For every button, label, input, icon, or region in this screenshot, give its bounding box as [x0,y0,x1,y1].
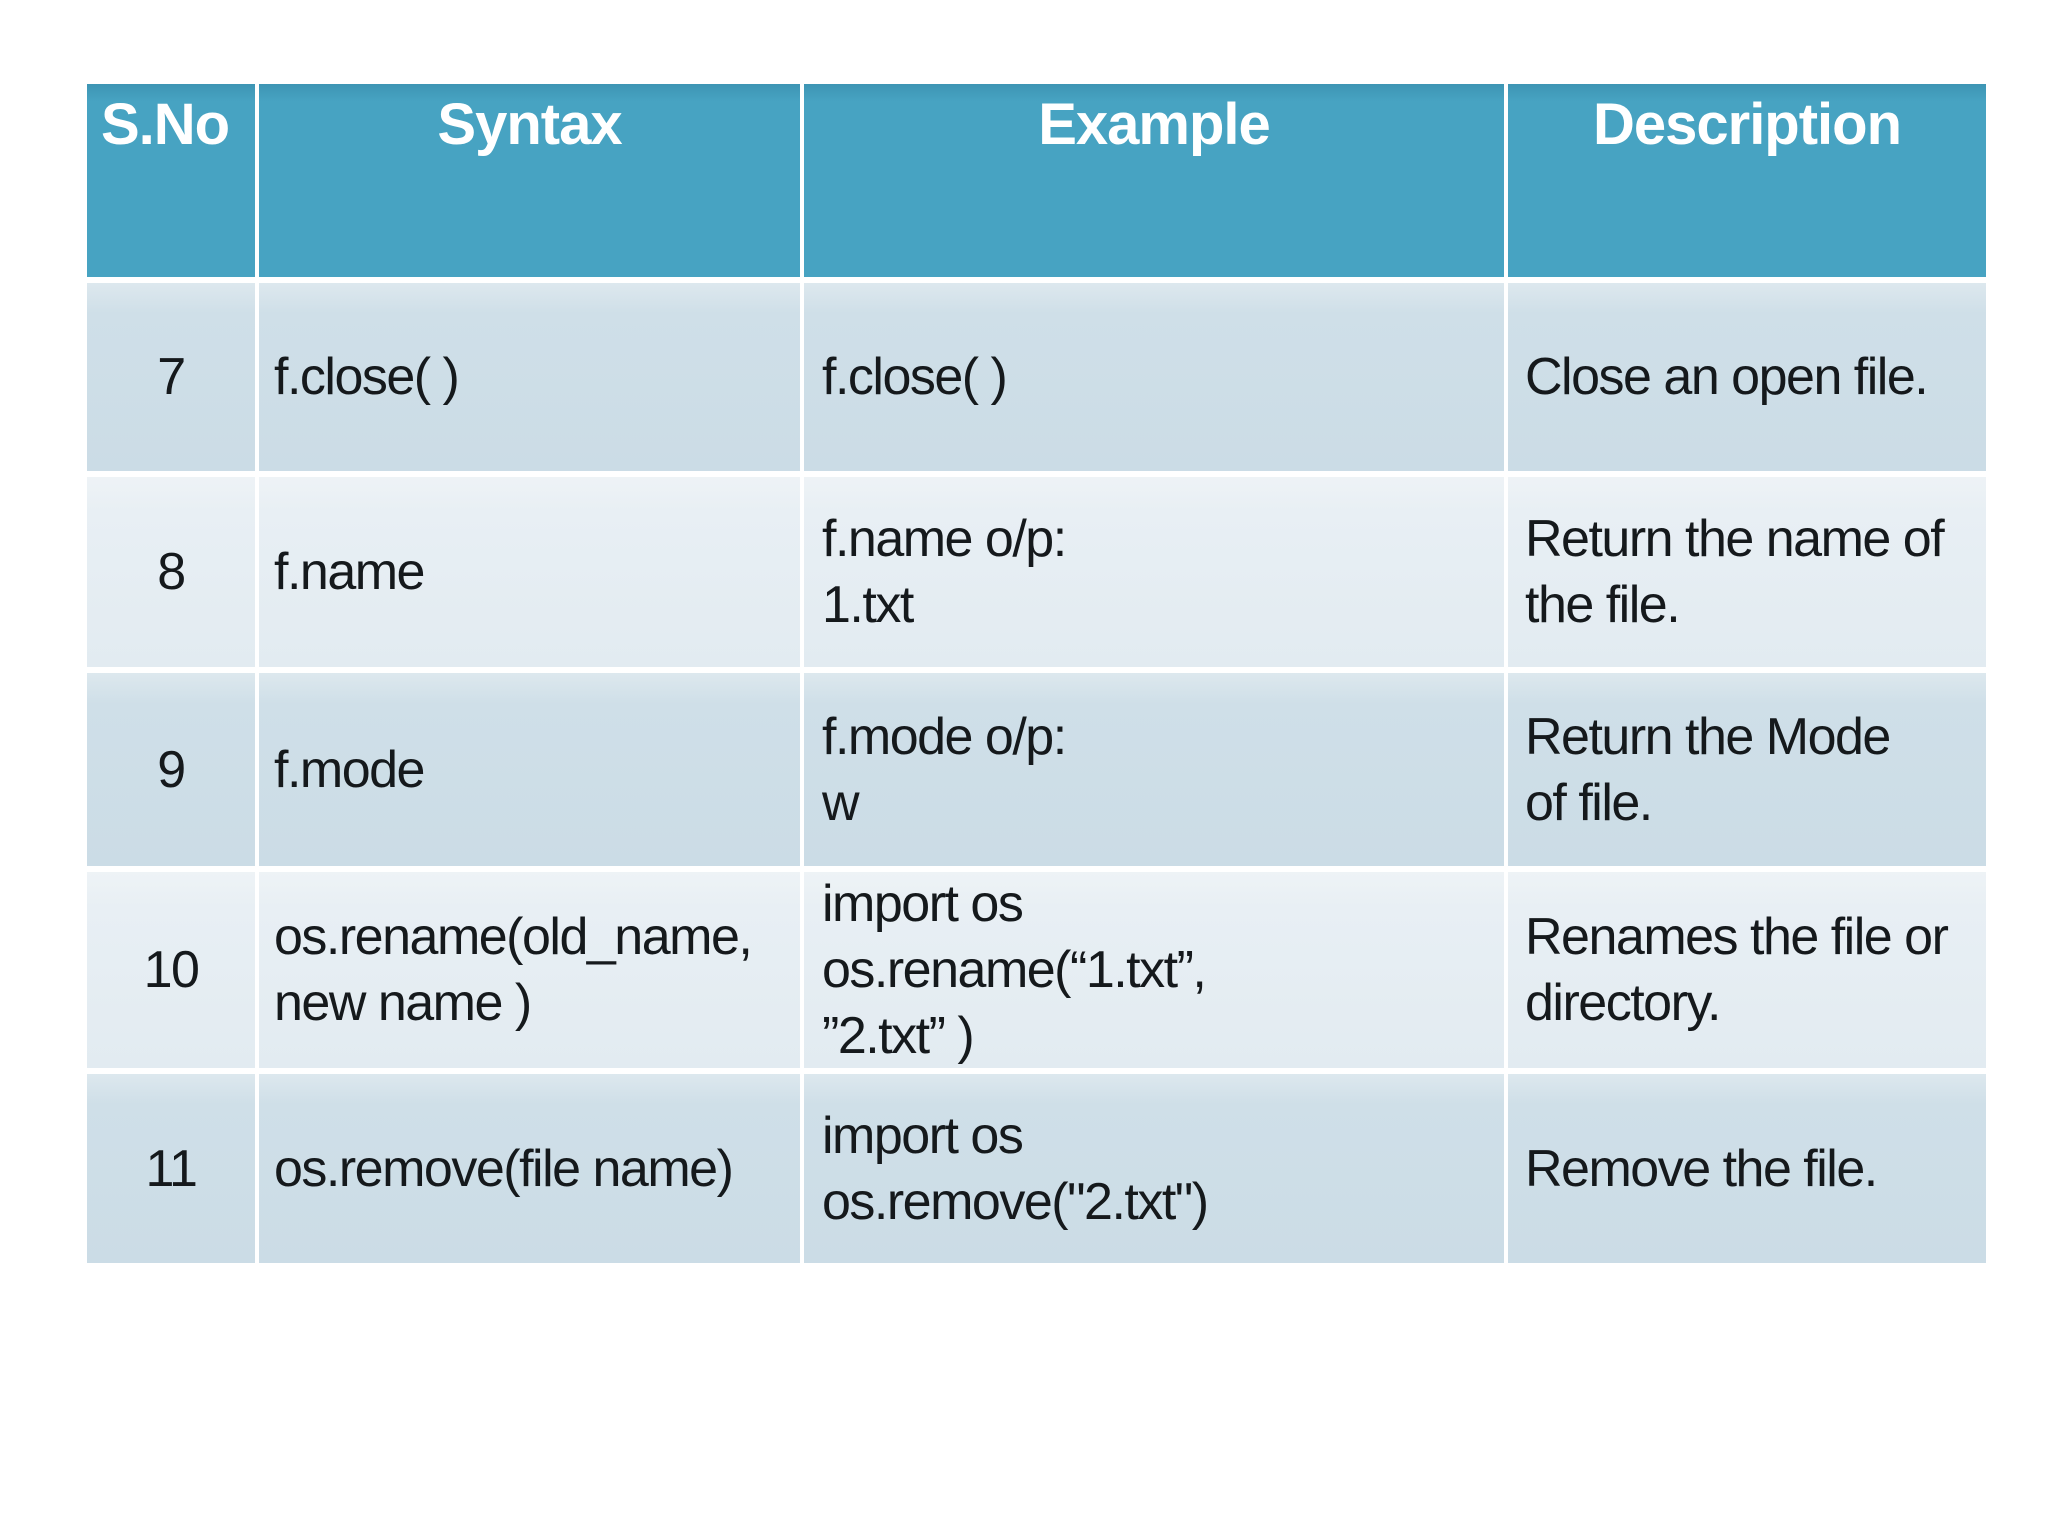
header-description: Description [1508,84,1986,277]
row10-sno: 10 [87,872,255,1068]
row7-example: f.close( ) [804,283,1504,471]
row8-example: f.name o/p: 1.txt [804,477,1504,667]
row9-sno: 9 [87,673,255,866]
row10-syntax: os.rename(old_name, new name ) [259,872,800,1068]
row8-description: Return the name of the file. [1508,477,1986,667]
row11-description: Remove the file. [1508,1074,1986,1263]
row10-description: Renames the file or directory. [1508,872,1986,1068]
header-sno: S.No [87,84,255,277]
row9-description: Return the Mode of file. [1508,673,1986,866]
row7-sno: 7 [87,283,255,471]
row7-syntax: f.close( ) [259,283,800,471]
row11-sno: 11 [87,1074,255,1263]
row8-syntax: f.name [259,477,800,667]
row8-sno: 8 [87,477,255,667]
row9-example: f.mode o/p: w [804,673,1504,866]
row9-syntax: f.mode [259,673,800,866]
header-example: Example [804,84,1504,277]
row10-example: import os os.rename(“1.txt”, ”2.txt” ) [804,872,1504,1068]
row11-example: import os os.remove("2.txt") [804,1074,1504,1263]
file-operations-table: S.No Syntax Example Description 7 f.clos… [87,84,1986,1263]
header-syntax: Syntax [259,84,800,277]
row11-syntax: os.remove(file name) [259,1074,800,1263]
row7-description: Close an open file. [1508,283,1986,471]
